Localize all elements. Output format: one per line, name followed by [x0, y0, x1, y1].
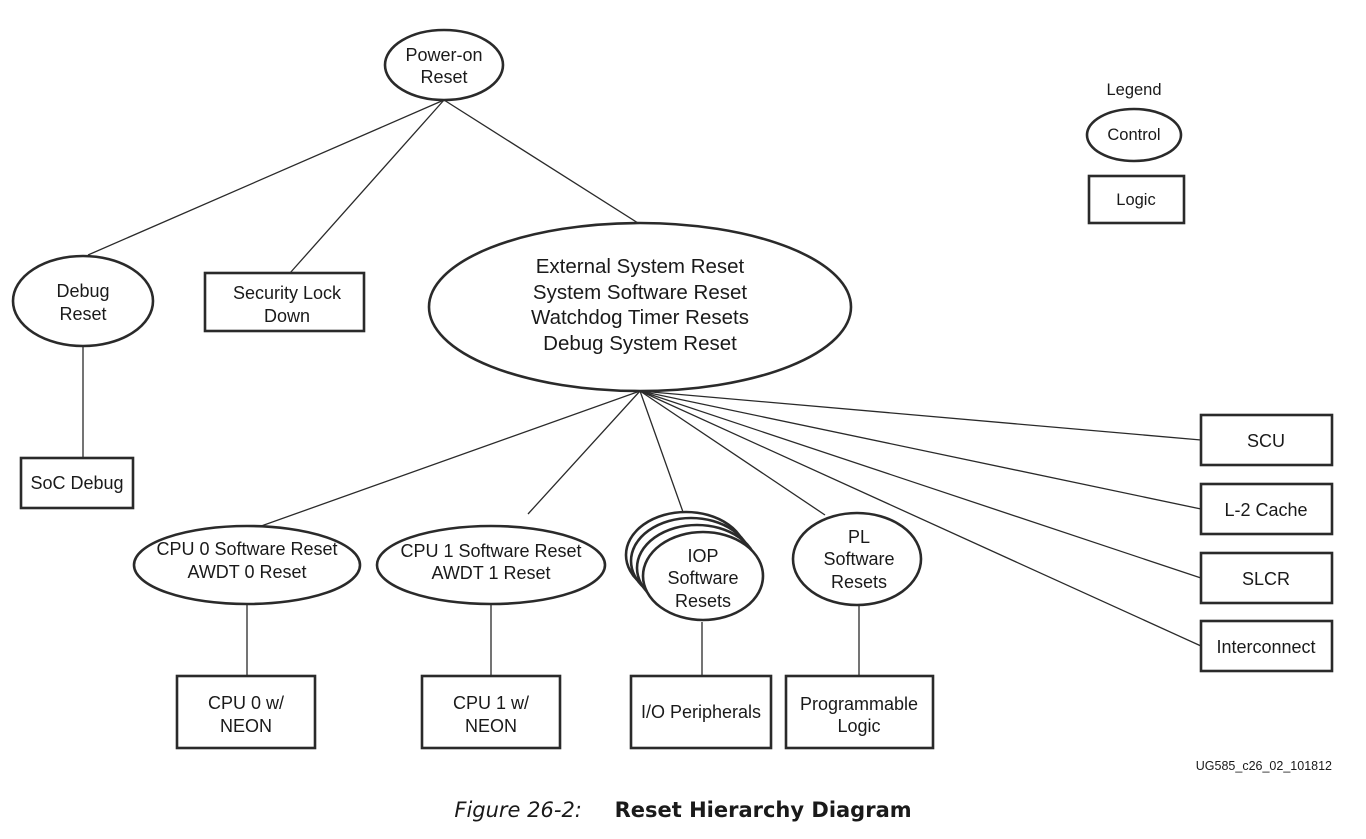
- l2-cache-node: L-2 Cache: [1199, 482, 1334, 536]
- interconnect-label: Interconnect: [1216, 637, 1315, 657]
- edge-system-slcr: [639, 390, 1202, 579]
- iop-software-resets-label-1: IOP: [687, 546, 718, 566]
- iop-software-resets-node: IOP Software Resets: [624, 510, 765, 622]
- debug-reset-label-2: Reset: [59, 304, 106, 324]
- legend-logic-item: Logic: [1087, 174, 1186, 225]
- scu-node: SCU: [1199, 413, 1334, 467]
- edge-system-scu: [639, 390, 1202, 441]
- debug-reset-node: Debug Reset: [11, 254, 155, 348]
- programmable-logic-label-2: Logic: [837, 716, 880, 736]
- cpu0-neon-node: CPU 0 w/ NEON: [175, 674, 317, 750]
- edge-por-system: [443, 99, 639, 224]
- power-on-reset-node: Power-on Reset: [383, 28, 505, 102]
- figure-caption: Figure 26-2: Reset Hierarchy Diagram: [0, 798, 1366, 822]
- edge-por-security: [289, 99, 445, 274]
- cpu1-software-reset-node: CPU 1 Software Reset AWDT 1 Reset: [375, 524, 607, 606]
- cpu1-software-reset-label-1: CPU 1 Software Reset: [400, 541, 581, 561]
- cpu0-neon-label-2: NEON: [220, 716, 272, 736]
- io-peripherals-node: I/O Peripherals: [629, 674, 773, 750]
- legend-control-item: Control: [1085, 107, 1183, 163]
- pl-software-resets-label-3: Resets: [831, 572, 887, 592]
- edge-system-interconnect: [639, 390, 1202, 647]
- edge-system-cpu0: [249, 390, 641, 531]
- interconnect-node: Interconnect: [1199, 619, 1334, 673]
- security-lock-down-label-2: Down: [264, 306, 310, 326]
- pl-software-resets-node: PL Software Resets: [791, 511, 923, 607]
- cpu0-software-reset-node: CPU 0 Software Reset AWDT 0 Reset: [132, 524, 362, 606]
- scu-label: SCU: [1247, 431, 1285, 451]
- iop-software-resets-label-2: Software: [667, 568, 738, 588]
- iop-software-resets-label-3: Resets: [675, 591, 731, 611]
- slcr-node: SLCR: [1199, 551, 1334, 605]
- system-resets-label-1: External System Reset: [536, 255, 745, 278]
- soc-debug-label: SoC Debug: [30, 473, 123, 493]
- power-on-reset-label-1: Power-on: [405, 45, 482, 65]
- figure-id: UG585_c26_02_101812: [1196, 759, 1332, 773]
- cpu1-neon-node: CPU 1 w/ NEON: [420, 674, 562, 750]
- figure-number: Figure 26-2:: [454, 798, 582, 822]
- soc-debug-node: SoC Debug: [19, 456, 135, 510]
- security-lock-down-node: Security Lock Down: [203, 271, 366, 333]
- io-peripherals-label: I/O Peripherals: [641, 702, 761, 722]
- legend: Legend Control Logic: [1085, 81, 1186, 225]
- system-resets-node: External System Reset System Software Re…: [427, 221, 853, 393]
- edge-system-cpu1: [527, 390, 641, 515]
- edge-por-debug: [87, 99, 445, 256]
- cpu0-software-reset-label-1: CPU 0 Software Reset: [156, 539, 337, 559]
- power-on-reset-label-2: Reset: [420, 67, 467, 87]
- edge-system-iop: [639, 390, 684, 513]
- programmable-logic-label-1: Programmable: [800, 694, 918, 714]
- security-lock-down-label-1: Security Lock: [233, 283, 342, 303]
- cpu0-software-reset-label-2: AWDT 0 Reset: [187, 562, 306, 582]
- cpu1-software-reset-label-2: AWDT 1 Reset: [431, 563, 550, 583]
- slcr-label: SLCR: [1242, 569, 1290, 589]
- legend-title: Legend: [1106, 81, 1161, 99]
- edge-system-pl: [639, 390, 826, 516]
- connectors: [82, 99, 1202, 676]
- system-resets-label-3: Watchdog Timer Resets: [531, 306, 749, 329]
- pl-software-resets-label-1: PL: [848, 527, 870, 547]
- system-resets-label-2: System Software Reset: [533, 281, 747, 304]
- l2-cache-label: L-2 Cache: [1224, 500, 1307, 520]
- edge-system-l2: [639, 390, 1202, 510]
- legend-logic-label: Logic: [1116, 191, 1155, 209]
- debug-reset-label-1: Debug: [56, 281, 109, 301]
- figure-title: Reset Hierarchy Diagram: [614, 798, 912, 822]
- legend-control-label: Control: [1107, 126, 1160, 144]
- system-resets-label-4: Debug System Reset: [543, 332, 737, 355]
- programmable-logic-node: Programmable Logic: [784, 674, 935, 750]
- cpu0-neon-label-1: CPU 0 w/: [208, 693, 284, 713]
- pl-software-resets-label-2: Software: [823, 549, 894, 569]
- cpu1-neon-label-2: NEON: [465, 716, 517, 736]
- cpu1-neon-label-1: CPU 1 w/: [453, 693, 529, 713]
- iop-stack-layer-4: [641, 530, 765, 622]
